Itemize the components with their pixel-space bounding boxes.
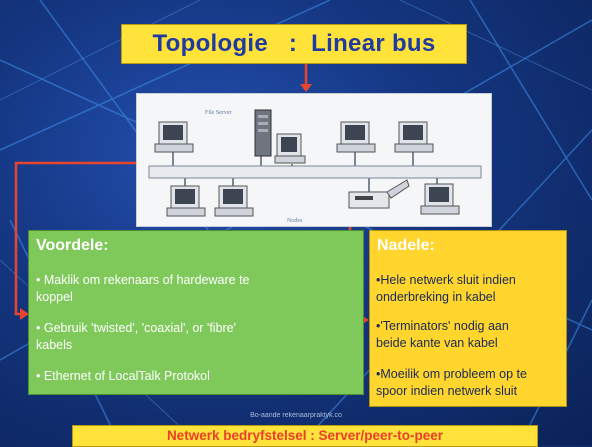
source-url: Bo-aande rekenaarpraktyk.co: [250, 412, 342, 419]
computer-node-icon: [420, 183, 460, 215]
nadele-item: spoor indien netwerk sluit: [376, 384, 518, 398]
nadele-item: onderbreking in kabel: [376, 290, 496, 304]
arrow-head-down: [300, 84, 312, 92]
nodes-label: Nodes: [287, 218, 303, 224]
voordele-panel: Voordele: • Maklik om rekenaars of harde…: [28, 230, 364, 395]
bus-cable: [148, 165, 482, 179]
file-server-icon: [254, 109, 306, 164]
voordele-item: koppel: [36, 290, 73, 304]
printer-icon: [348, 179, 410, 209]
computer-node-icon: [166, 185, 206, 217]
nadele-item: beide kante van kabel: [376, 336, 498, 350]
computer-node-icon: [154, 121, 194, 153]
voordele-item: kabels: [36, 338, 73, 352]
network-diagram: File Server Nodes: [136, 93, 492, 227]
footer-text: Netwerk bedryfstelsel : Server/peer-to-p…: [166, 428, 444, 443]
nadele-heading: Nadele:: [377, 237, 435, 254]
file-server-label: File Server: [205, 110, 232, 116]
nadele-item: •Moeilik om probleem op te: [376, 367, 527, 381]
nadele-item: •Hele netwerk sluit indien: [376, 273, 516, 287]
title-box: Topologie : Linear bus: [121, 24, 467, 64]
slide-title: Topologie : Linear bus: [152, 30, 436, 57]
voordele-item: • Ethernet of LocalTalk Protokol: [36, 369, 210, 383]
footer-box: Netwerk bedryfstelsel : Server/peer-to-p…: [72, 425, 538, 447]
computer-node-icon: [336, 121, 376, 153]
computer-node-icon: [214, 185, 254, 217]
nadele-panel: Nadele: •Hele netwerk sluit indien onder…: [369, 230, 567, 407]
voordele-item: • Gebruik 'twisted', 'coaxial', or 'fibr…: [36, 321, 237, 335]
linear-bus-diagram: [148, 109, 482, 217]
voordele-heading: Voordele:: [36, 237, 109, 254]
nadele-item: •'Terminators' nodig aan: [376, 319, 509, 333]
arrow-head-right-1: [20, 308, 29, 320]
voordele-item: • Maklik om rekenaars of hardeware te: [36, 273, 250, 287]
computer-node-icon: [394, 121, 434, 153]
